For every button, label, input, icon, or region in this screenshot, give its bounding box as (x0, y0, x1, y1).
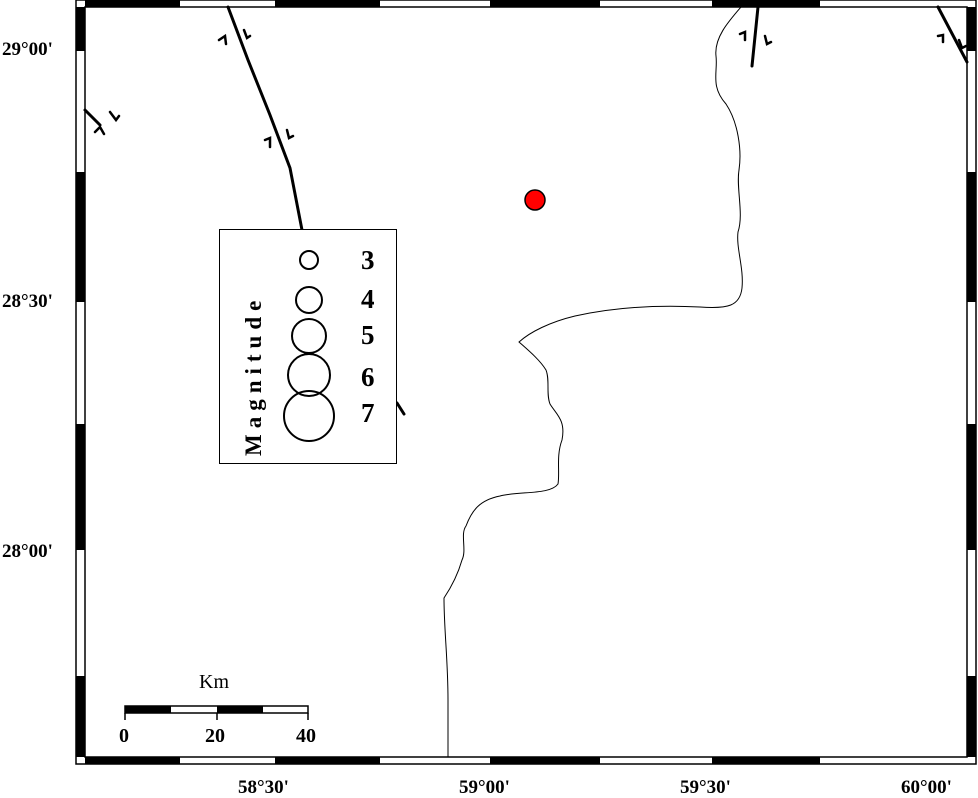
fault-central (395, 401, 406, 416)
map-frame (75, 0, 977, 765)
fault-northeast (936, 5, 969, 64)
legend-mag-7: 7 (361, 398, 375, 428)
fault-northwest (83, 108, 102, 127)
fault-slip-symbols (93, 28, 968, 149)
legend-circle-3 (299, 250, 319, 270)
scale-bar-title: Km (199, 671, 229, 693)
earthquake-event-marker[interactable] (524, 189, 546, 211)
lon-label-59-30: 59°30' (680, 777, 731, 798)
lat-label-28-00: 28°00' (2, 541, 53, 562)
legend-mag-3: 3 (361, 245, 375, 275)
scale-bar (124, 705, 309, 720)
lon-label-58-30: 58°30' (238, 777, 289, 798)
fault-east (750, 5, 760, 68)
legend-circle-5 (291, 318, 327, 354)
lon-label-60-00: 60°00' (901, 777, 952, 798)
legend-circle-4 (295, 286, 323, 314)
legend-mag-5: 5 (361, 320, 375, 350)
fault-lines (83, 5, 969, 416)
scale-label-20: 20 (205, 725, 225, 747)
scale-label-0: 0 (119, 725, 129, 747)
boundary-line (443, 6, 743, 757)
lon-label-59-00: 59°00' (459, 777, 510, 798)
legend-title: Magnitude (241, 294, 266, 456)
magnitude-legend: Magnitude 3 4 5 6 7 (219, 229, 397, 464)
fault-west (226, 5, 304, 232)
lat-label-29-00: 29°00' (2, 39, 53, 60)
legend-mag-4: 4 (361, 284, 375, 314)
scale-label-40: 40 (296, 725, 316, 747)
lat-label-28-30: 28°30' (2, 291, 53, 312)
legend-circle-7 (283, 390, 335, 442)
legend-mag-6: 6 (361, 362, 375, 392)
